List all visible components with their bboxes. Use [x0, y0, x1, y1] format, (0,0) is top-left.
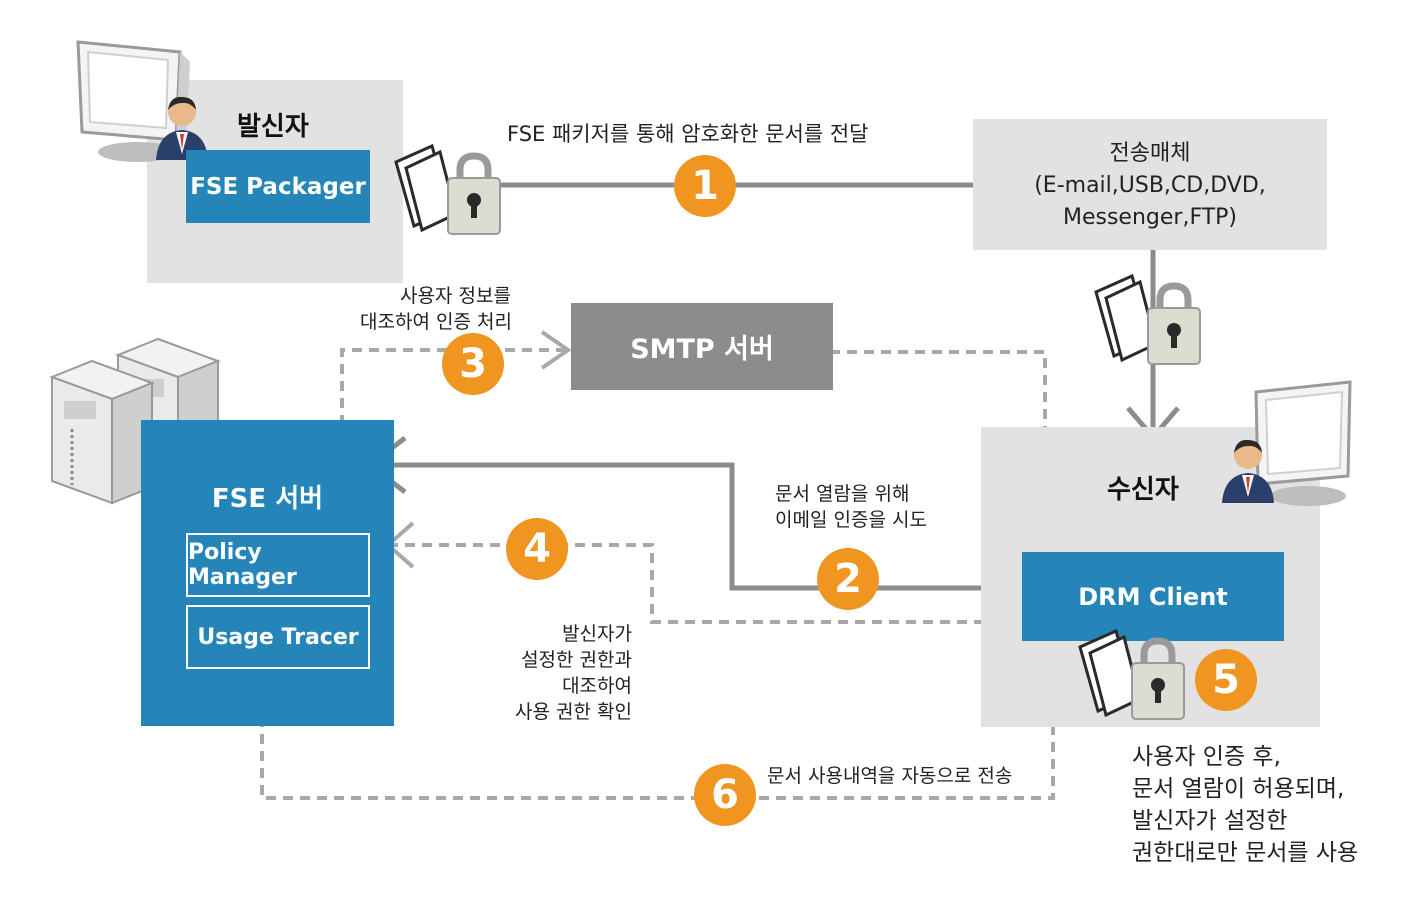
medium-line2: (E-mail,USB,CD,DVD,	[1034, 173, 1266, 198]
step1-label: FSE 패키저를 통해 암호화한 문서를 전달	[507, 122, 869, 146]
drm-client-label: DRM Client	[1078, 582, 1228, 611]
fse-server-box	[141, 420, 394, 726]
locked-document-icon	[1094, 273, 1201, 365]
step6-label: 문서 사용내역을 자동으로 전송	[767, 765, 1013, 787]
step4-label-line1: 발신자가	[562, 623, 632, 645]
step2-badge: 2	[817, 548, 879, 610]
step2-label-line2: 이메일 인증을 시도	[775, 509, 927, 531]
step3-label-line1: 사용자 정보를	[400, 285, 511, 307]
smtp-server-box: SMTP 서버	[571, 303, 833, 390]
step5-label-line2: 문서 열람이 허용되며,	[1132, 776, 1345, 802]
medium-line3: Messenger,FTP)	[1062, 205, 1237, 230]
medium-panel	[973, 119, 1327, 250]
usage-tracer-box: Usage Tracer	[186, 605, 370, 669]
step5-label-line4: 권한대로만 문서를 사용	[1132, 840, 1359, 866]
step6-badge: 6	[694, 764, 756, 826]
policy-manager-box: Policy Manager	[186, 533, 370, 597]
step4-label-line3: 대조하여	[562, 675, 632, 697]
sender-title: 발신자	[237, 112, 309, 142]
smtp-to-receiver-connector	[830, 350, 1047, 510]
step1-badge: 1	[674, 155, 736, 217]
user-icon	[1222, 439, 1274, 503]
locked-document-icon	[1078, 628, 1185, 720]
step5-badge: 5	[1195, 649, 1257, 711]
step4-label-line4: 사용 권한 확인	[515, 701, 632, 723]
receiver-title: 수신자	[1107, 475, 1179, 505]
fse-packager-label: FSE Packager	[190, 173, 366, 200]
step4-connector	[388, 543, 1018, 624]
locked-document-icon	[394, 143, 501, 235]
usage-tracer-label: Usage Tracer	[197, 624, 359, 650]
step3-badge: 3	[442, 333, 504, 395]
step5-label-line1: 사용자 인증 후,	[1132, 744, 1281, 770]
fse-server-title: FSE 서버	[211, 484, 324, 514]
step3-arrowhead	[540, 330, 572, 370]
step4-label-line2: 설정한 권한과	[521, 649, 632, 671]
smtp-server-label: SMTP 서버	[630, 334, 774, 365]
step3-label-line2: 대조하여 인증 처리	[360, 311, 512, 333]
drm-client-box: DRM Client	[1022, 552, 1284, 641]
step2-label-line1: 문서 열람을 위해	[775, 483, 910, 505]
monitor-icon	[1254, 380, 1352, 506]
step6-connector	[260, 640, 1055, 800]
step5-label-line3: 발신자가 설정한	[1132, 808, 1288, 834]
policy-manager-label: Policy Manager	[188, 540, 297, 590]
fse-packager-box: FSE Packager	[186, 150, 370, 223]
medium-title: 전송매체	[1109, 141, 1191, 166]
step4-badge: 4	[506, 518, 568, 580]
